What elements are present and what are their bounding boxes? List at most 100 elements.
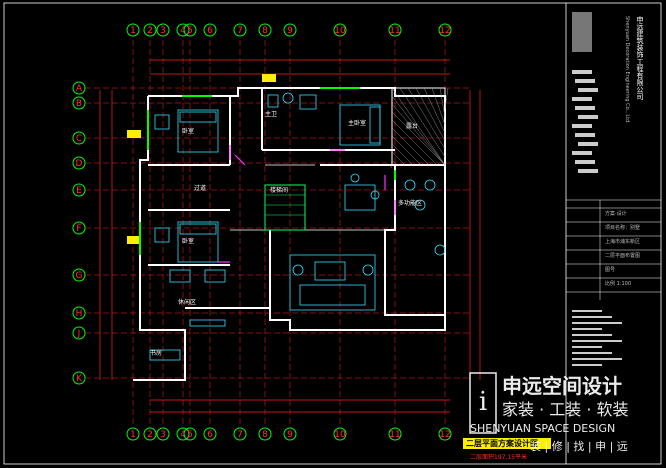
drawing-frame <box>3 2 662 465</box>
grid-label-row: B <box>76 99 82 109</box>
room-label-leisure: 休闲区 <box>178 298 196 306</box>
grid-label-col: 12 <box>439 26 450 36</box>
grid-label-col: 6 <box>207 430 213 440</box>
grid-label-col: 1 <box>130 26 136 36</box>
terrace-hatch <box>388 87 449 169</box>
grid-bubble-col <box>203 23 217 37</box>
hatch-line <box>439 87 446 118</box>
grid-label-col: 7 <box>237 430 243 440</box>
tb-text-bar <box>572 97 592 101</box>
watermark-footer: 装 | 修 | 找 | 申 | 远 <box>530 439 628 453</box>
tb-row-3: 上海市浦东新区 <box>605 238 640 245</box>
grid-label-col: 5 <box>187 430 193 440</box>
room-label-study: 书房 <box>150 349 162 357</box>
tb-text-bar <box>572 358 622 360</box>
grid-bubble-col <box>156 23 170 37</box>
watermark-logo-glyph: ⅰ <box>479 387 487 417</box>
grid-label-row: F <box>76 224 81 234</box>
grid-label-col: 9 <box>287 430 293 440</box>
tb-text-bar <box>572 151 592 155</box>
tb-row-4: 二层平面布置图 <box>605 252 640 259</box>
room-label-bedroom-nw: 卧室 <box>182 127 194 135</box>
grid-label-col: 2 <box>147 26 153 36</box>
tb-text-bar <box>572 340 622 342</box>
room-label-bedroom-w: 卧室 <box>182 237 194 245</box>
grid-label-col: 12 <box>439 430 450 440</box>
grid-bubble-col <box>258 23 272 37</box>
grid-bubble-row <box>72 156 86 170</box>
grid-bubble-col <box>258 427 272 441</box>
grid-bubble-col <box>438 427 452 441</box>
tb-text-bar <box>575 106 595 110</box>
grid-label-col: 6 <box>207 26 213 36</box>
tb-text-bar <box>572 124 592 128</box>
grid-bubble-col <box>333 427 347 441</box>
hatch-line <box>391 143 414 166</box>
tb-row-2: 项目名称：别墅 <box>605 224 640 231</box>
grid-bubble-col <box>176 427 190 441</box>
hatch-line <box>391 87 446 166</box>
watermark-slogan: 家装 · 工装 · 软装 <box>502 400 629 419</box>
tb-text-bar <box>578 169 598 173</box>
tb-text-bar <box>572 352 612 354</box>
grid-label-col: 10 <box>334 430 346 440</box>
tb-text-bar <box>572 70 592 74</box>
room-label-master-bedroom: 主卧室 <box>348 119 366 127</box>
tb-text-bar <box>572 334 612 336</box>
grid-bubble-col <box>203 427 217 441</box>
grid-bubble-col <box>143 23 157 37</box>
tb-row-5: 图号 <box>605 267 615 273</box>
east-room-table <box>344 184 376 211</box>
walls <box>133 87 446 381</box>
grid-label-col: 11 <box>389 26 400 36</box>
hatch-line <box>391 151 406 166</box>
hatch-line <box>391 111 446 166</box>
plan-title-bg <box>463 438 551 449</box>
grid-label-row: J <box>77 329 81 339</box>
tb-text-bar <box>572 346 602 348</box>
doors <box>218 145 396 263</box>
grid-bubble-row <box>72 96 86 110</box>
grid-bubble-col <box>283 23 297 37</box>
grid-label-col: 5 <box>187 26 193 36</box>
grid-label-row: K <box>76 374 83 384</box>
grid-bubble-row <box>72 183 86 197</box>
grid-label-col: 4 <box>180 26 186 36</box>
hatch-line <box>388 164 393 169</box>
title-block: 申远建筑装饰工程有限公司 Shenyuan Decoration Enginee… <box>566 12 661 366</box>
room-label-stair: 楼梯间 <box>270 186 288 194</box>
hatch-line <box>391 103 446 166</box>
tb-text-bar <box>572 322 622 324</box>
watermark: ⅰ 申远空间设计 家装 · 工装 · 软装 SHENYUAN SPACE DES… <box>469 372 629 453</box>
grid-label-row: D <box>76 159 83 169</box>
furniture <box>149 92 446 361</box>
hatch-line <box>431 87 446 126</box>
hatch-line <box>391 159 398 166</box>
grid-bubble-row <box>72 81 86 95</box>
company-name-en: Shenyuan Decoration Engineering Co., Ltd… <box>624 16 630 124</box>
watermark-english: SHENYUAN SPACE DESIGN <box>470 422 615 435</box>
hatch-line <box>391 135 422 166</box>
tb-text-bar <box>575 133 595 137</box>
grid-bubble-row <box>72 326 86 340</box>
grid-label-col: 10 <box>334 26 346 36</box>
bed-nw <box>177 109 219 153</box>
grid-bubble-row <box>72 131 86 145</box>
grid-label-col: 11 <box>389 430 400 440</box>
grid-label-col: 1 <box>130 430 136 440</box>
tb-text-bar <box>572 364 602 366</box>
tb-text-bar <box>575 79 595 83</box>
bed-w <box>177 221 219 263</box>
grid-label-col: 7 <box>237 26 243 36</box>
stair <box>264 184 306 231</box>
hatch-line <box>407 87 446 150</box>
grid-label-col: 3 <box>160 26 166 36</box>
grid-label-col: 8 <box>262 430 268 440</box>
grid-bubble-col <box>126 23 140 37</box>
grid-bubble-row <box>72 371 86 385</box>
grid-label-col: 4 <box>180 430 186 440</box>
tb-row-1: 方案·设计 <box>605 210 627 217</box>
tb-text-bar <box>572 328 602 330</box>
tb-text-bar <box>572 316 612 318</box>
